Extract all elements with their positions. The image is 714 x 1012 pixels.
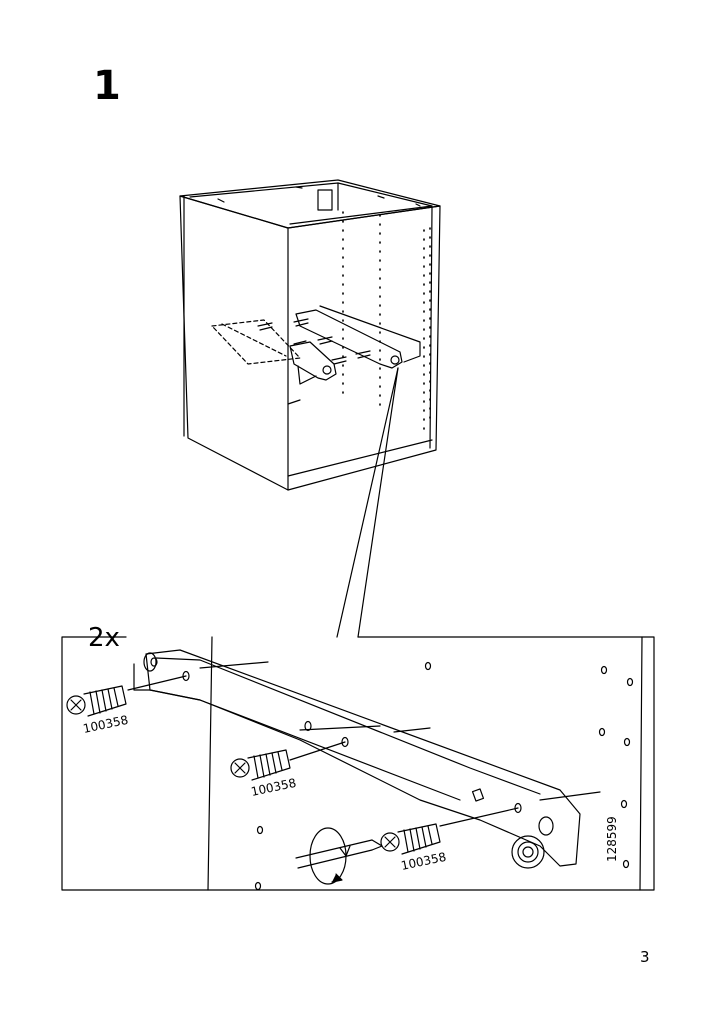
page-number: 3 [640, 948, 650, 966]
screw-part-number: 100358 [250, 776, 298, 799]
rotation-arrow-icon [309, 827, 351, 885]
screw-part-number: 100358 [400, 850, 448, 873]
screw-icon [380, 823, 441, 855]
quantity-label: 2x [88, 623, 120, 653]
screwdriver-icon [295, 839, 383, 869]
drawer-runner [133, 649, 581, 869]
screw-icon [230, 749, 291, 781]
cabinet-illustration [179, 179, 441, 491]
runner-part-number: 128599 [605, 816, 619, 862]
screw-icon [66, 685, 127, 717]
step-number: 1 [93, 63, 121, 109]
